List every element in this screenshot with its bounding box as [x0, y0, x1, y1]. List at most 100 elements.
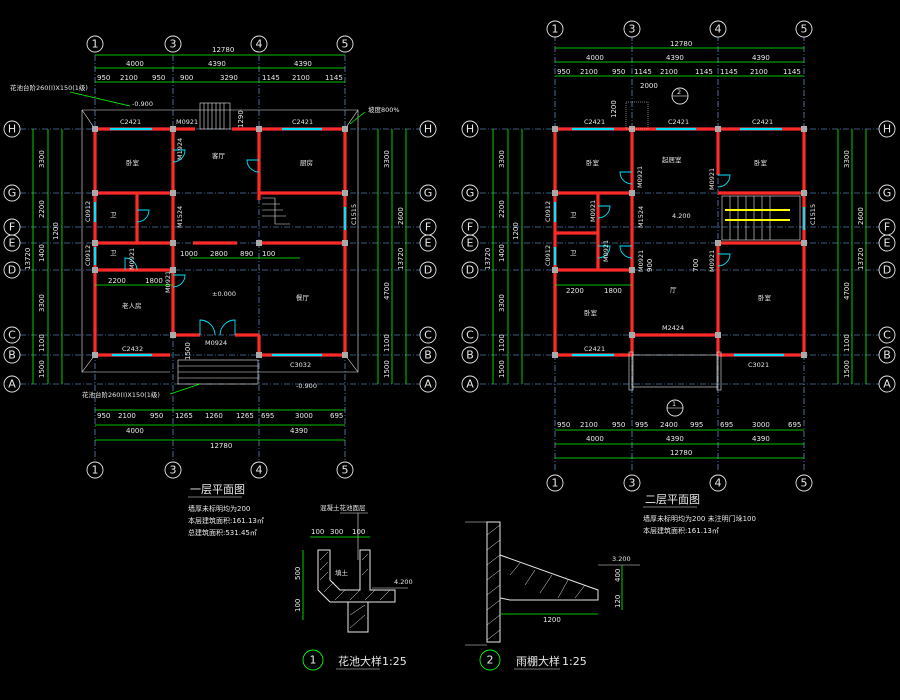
plan1-axis-bubble-top-3: 3 — [170, 38, 177, 51]
plan1-title: 一层平面图 — [190, 483, 245, 496]
plan1-bot-det-1: 950 — [97, 412, 110, 420]
plan2-bot-det-5: 2400 — [660, 421, 678, 429]
plan1-axis-bubble-left-B: B — [8, 349, 16, 362]
plan2-bot-det-8: 3000 — [752, 421, 770, 429]
plan1-axis-bubble-left-D-circle — [3, 261, 21, 279]
plan1-room-labels: 卧室 客厅 厨房 老人房 餐厅 卫 卫 — [110, 151, 313, 310]
plan1-door-label-1: M0921 — [176, 118, 198, 126]
plan1-axis-bubble-bottom-1: 1 — [92, 464, 99, 477]
plan1-dim-1290: 1290 — [237, 110, 245, 128]
plan1-note-flower-bottom: 花池台阶260(I)X150(1级) — [82, 390, 160, 399]
plan2-room-labels: 卧室 起居室 卧室 卧室 厅 卧室 卫 卫 — [570, 155, 772, 317]
plan2-room-bedroom-4: 卧室 — [758, 293, 772, 302]
plan1-axis-bubble-top-5: 5 — [342, 38, 349, 51]
plan1-top-det-4: 900 — [180, 74, 193, 82]
plan2-axis-bubble-right-H-circle — [878, 120, 896, 138]
plan1-axis-bubble-left-C-circle — [3, 326, 21, 344]
plan2-left-7: 1500 — [498, 360, 506, 378]
plan2-bot-det-4: 995 — [635, 421, 648, 429]
plan2-top-total: 12780 — [670, 40, 692, 48]
plan2-axis-bubble-right-D-circle — [878, 261, 896, 279]
plan2-top-det-2: 2100 — [580, 68, 598, 76]
plan2-top-det-7: 1145 — [720, 68, 738, 76]
plan2-axis-bubble-right-D: D — [883, 264, 891, 277]
plan2-dim-1800: 1800 — [604, 287, 622, 295]
plan2-axis-bubble-right-A-circle — [878, 375, 896, 393]
plan1-right-4: 1100 — [383, 334, 391, 352]
plan1-room-kitchen: 厨房 — [300, 158, 313, 167]
plan1-axis-bubble-left-G-circle — [3, 184, 21, 202]
plan1-window-label-6: C0912 — [84, 201, 92, 222]
detail2-dim-2: 120 — [614, 595, 622, 608]
plan1-axis-bubble-left-G: G — [8, 187, 17, 200]
plan1-axis-bubble-right-H-circle — [419, 120, 437, 138]
plan1-top-det-3: 950 — [152, 74, 165, 82]
plan1-dim-2200: 2200 — [108, 277, 126, 285]
plan1-left-3: 1400 — [38, 244, 46, 262]
plan1-axis-bubble-bottom-3: 3 — [170, 464, 177, 477]
plan2-top-seg-2: 4390 — [666, 54, 684, 62]
plan1-bot-total: 12780 — [210, 442, 232, 450]
plan1-top-seg-1: 4000 — [126, 60, 144, 68]
plan1-dim-1000: 1000 — [180, 250, 198, 258]
plan2-axis-bubble-right-B: B — [883, 349, 891, 362]
plan1-top-total: 12780 — [212, 46, 234, 54]
detail1-dim-1: 100 — [311, 528, 324, 536]
plan2-axis-bubble-right-C-circle — [878, 326, 896, 344]
plan2-window-label-5: C3021 — [748, 361, 769, 369]
plan2-top-seg-3: 4390 — [752, 54, 770, 62]
plan1-stairs — [177, 102, 290, 385]
plan2-top-seg-1: 4000 — [586, 54, 604, 62]
plan1-dim-1800: 1800 — [145, 277, 163, 285]
plan2-top-small: 2000 — [640, 82, 658, 90]
plan2-axis-bubble-bottom-5: 5 — [801, 477, 808, 490]
plan1-axis-bubble-right-A-circle — [419, 375, 437, 393]
plan2-axis-bubble-right-B-circle — [878, 346, 896, 364]
plan1-top-seg-2: 4390 — [208, 60, 226, 68]
plan2-room-bedroom-1: 卧室 — [586, 158, 600, 167]
plan2-axis-bubble-bottom-1: 1 — [552, 477, 559, 490]
plan2-axis-bubble-left-E: E — [467, 237, 474, 250]
detail2-title-block: 2 雨棚大样 1:25 — [479, 649, 587, 671]
detail1-title-block: 1 花池大样 1:25 — [302, 649, 407, 671]
plan1-axis-bubble-top-4-circle — [250, 35, 268, 53]
plan1-left-1: 3300 — [38, 150, 46, 168]
plan2-window-label-3: C2421 — [752, 118, 773, 126]
plan2-axis-bubble-top-3: 3 — [629, 23, 636, 36]
plan1-note-slope: 坡度800% — [368, 105, 400, 114]
plan1-axis-bubble-top-1: 1 — [92, 38, 99, 51]
plan1-bot-det-3: 950 — [150, 412, 163, 420]
detail1-num: 1 — [310, 654, 317, 667]
plan1-axis-bubble-left-A-circle — [3, 375, 21, 393]
plan2-axis-bubble-left-E-circle — [461, 234, 479, 252]
plan1-window-label-2: C2421 — [292, 118, 313, 126]
plan2-axis-bubble-right-A: A — [883, 378, 891, 391]
plan1-left-6: 1100 — [38, 334, 46, 352]
plan2-axis-bubble-left-B: B — [466, 349, 474, 362]
plan2-bot-seg-3: 4390 — [752, 435, 770, 443]
plan2-top-det-4: 1145 — [634, 68, 652, 76]
plan1-window-label-1: C2421 — [120, 118, 141, 126]
plan2-left-3: 1400 — [498, 244, 506, 262]
plan2-axis-bubble-left-D: D — [466, 264, 474, 277]
plan1-bot-det-7: 695 — [261, 412, 274, 420]
plan2-door-label-2: M0921 — [708, 168, 716, 190]
plan1-bot-det-8: 3000 — [295, 412, 313, 420]
plan1-axis-bubble-right-C-circle — [419, 326, 437, 344]
plan1-title-block: 一层平面图 墙厚未标明均为200 本层建筑面积:161.13㎡ 总建筑面积:53… — [188, 483, 264, 537]
plan2-detail-ref-2: 1 — [672, 400, 676, 408]
plan2-axis-bubble-bottom-3: 3 — [629, 477, 636, 490]
plan1-room-bedroom: 卧室 — [126, 158, 140, 167]
plan2-axis-bubble-left-C-circle — [461, 326, 479, 344]
plan2-note-1: 墙厚未标明均为200 未注明门垛100 — [643, 514, 756, 523]
plan2-door-label-5: M0921 — [637, 250, 645, 272]
plan1-note-2: 本层建筑面积:161.13㎡ — [188, 516, 264, 525]
plan2-window-label-4: C2421 — [584, 345, 605, 353]
plan2-door-label-7: M1524 — [637, 206, 645, 228]
plan2-axis-bubble-left-B-circle — [461, 346, 479, 364]
plan1-bot-det-2: 2100 — [118, 412, 136, 420]
plan1-window-label-3: C2432 — [122, 345, 143, 353]
plan2-axis-bubble-bottom-4-circle — [709, 474, 727, 492]
plan2-dim-900: 900 — [646, 259, 654, 272]
